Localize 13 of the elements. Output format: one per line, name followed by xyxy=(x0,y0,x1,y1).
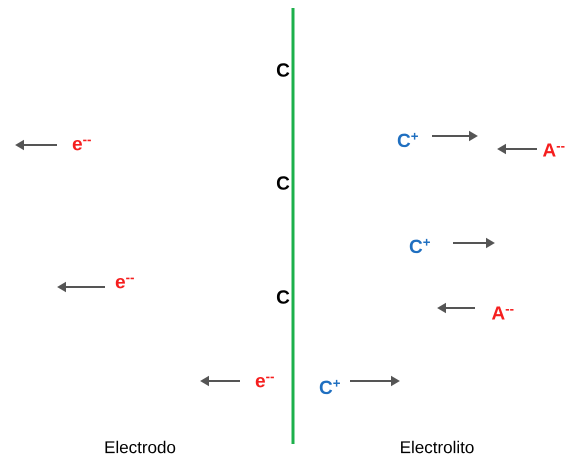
ion-label: A$^{--}$ xyxy=(492,306,514,320)
region-label: Electrolito xyxy=(401,440,474,454)
ion-label: C xyxy=(276,176,290,190)
ion-label: C$^{+}$ xyxy=(320,380,340,394)
ion-label: e$^{--}$ xyxy=(116,278,134,288)
ion-label: C$^{+}$ xyxy=(398,132,418,148)
ion-label: e$^{--}$ xyxy=(72,140,91,150)
ion-label: A$^{--}$ xyxy=(542,143,564,157)
ion-label: C$^{+}$ xyxy=(410,238,430,254)
ion-label: e$^{--}$ xyxy=(256,376,274,388)
ion-label: C xyxy=(276,63,290,77)
ion-label: C xyxy=(276,290,290,304)
region-label: Electrodo xyxy=(106,440,176,454)
